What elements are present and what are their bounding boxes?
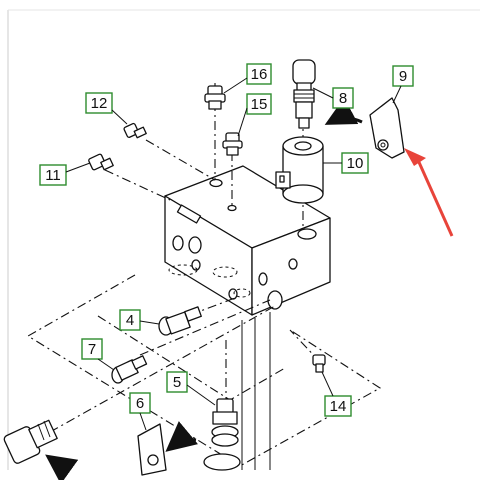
highlight-arrow bbox=[404, 148, 454, 237]
callout-15: 15 bbox=[237, 93, 272, 137]
plug-part-15 bbox=[222, 132, 243, 156]
callout-6: 6 bbox=[129, 392, 151, 431]
mounting-plate-outline bbox=[26, 264, 382, 467]
callout-10: 10 bbox=[323, 152, 369, 174]
fitting-part-4 bbox=[158, 306, 202, 336]
svg-text:8: 8 bbox=[339, 90, 347, 107]
callout-12: 12 bbox=[85, 92, 128, 125]
solenoid-coil-part-10 bbox=[275, 136, 324, 204]
callout-5: 5 bbox=[166, 371, 216, 406]
retaining-clip-part-6 bbox=[137, 423, 167, 476]
fitting-part-7 bbox=[111, 355, 148, 384]
svg-text:10: 10 bbox=[347, 155, 364, 172]
plug-part-16 bbox=[204, 85, 226, 110]
retaining-clip-part-9 bbox=[369, 97, 405, 159]
callout-16: 16 bbox=[223, 63, 272, 94]
svg-text:12: 12 bbox=[91, 95, 108, 112]
install-arrow-9 bbox=[324, 97, 363, 125]
hose-fitting bbox=[3, 419, 58, 464]
svg-text:16: 16 bbox=[251, 66, 268, 83]
svg-text:4: 4 bbox=[126, 312, 134, 329]
svg-text:15: 15 bbox=[251, 96, 268, 113]
svg-text:7: 7 bbox=[88, 341, 96, 358]
install-arrow-fitting bbox=[45, 454, 79, 480]
callout-8: 8 bbox=[312, 87, 354, 109]
svg-text:6: 6 bbox=[136, 395, 144, 412]
svg-text:9: 9 bbox=[399, 68, 407, 85]
plug-part-14 bbox=[312, 354, 326, 373]
callout-4: 4 bbox=[119, 309, 160, 331]
plug-part-11 bbox=[88, 153, 114, 171]
valve-manifold-block bbox=[164, 165, 331, 316]
callout-7: 7 bbox=[81, 338, 115, 371]
svg-text:5: 5 bbox=[173, 374, 181, 391]
svg-text:14: 14 bbox=[330, 398, 347, 415]
fitting-part-5 bbox=[203, 398, 241, 471]
plug-part-12 bbox=[123, 122, 147, 139]
svg-text:11: 11 bbox=[45, 167, 61, 184]
callout-9: 9 bbox=[392, 65, 414, 104]
cartridge-valve-part-8 bbox=[292, 59, 316, 129]
callout-11: 11 bbox=[39, 162, 91, 186]
callout-14: 14 bbox=[321, 371, 352, 417]
install-arrow-6 bbox=[165, 421, 199, 452]
